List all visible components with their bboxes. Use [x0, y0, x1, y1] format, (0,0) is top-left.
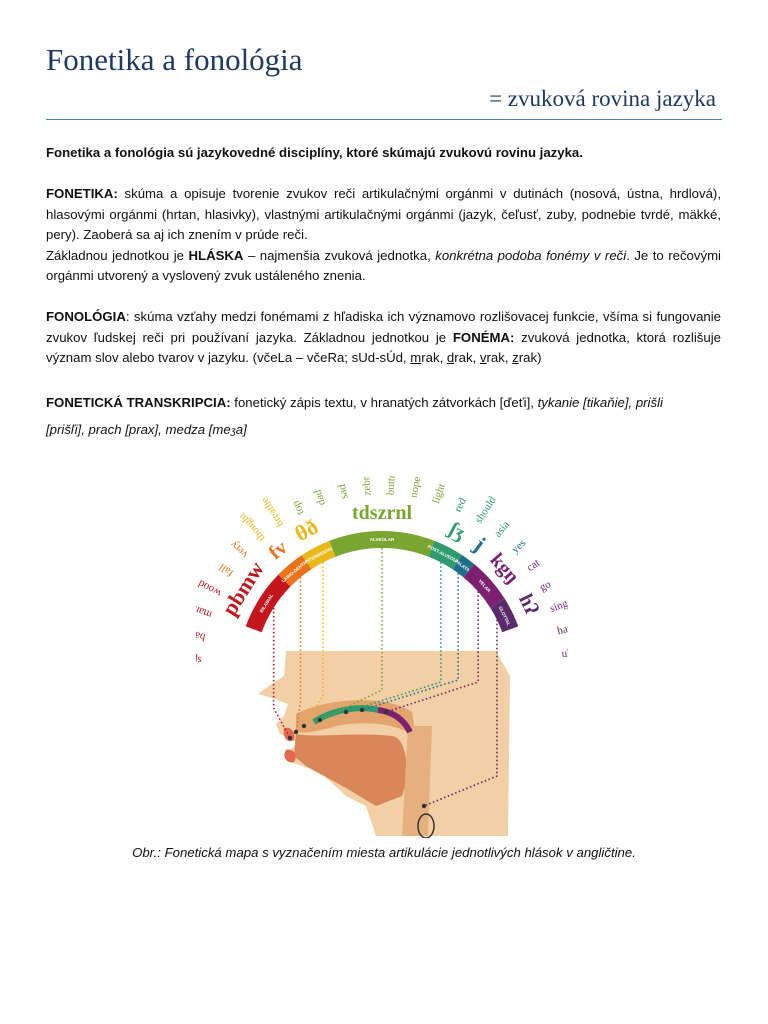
example-sep: , [472, 350, 480, 365]
fonetika-label: FONETIKA: [46, 186, 118, 201]
articulation-lines [272, 548, 498, 809]
example-word: thought [237, 510, 268, 543]
arc-segment-label: ALVEOLAR [370, 537, 395, 542]
hlaska-rest: . Je to rečovými orgánmi utvorený a vysl… [46, 247, 721, 284]
example-word: should [473, 494, 499, 526]
example-rest: rak [421, 350, 440, 365]
example-word: dad [312, 488, 329, 507]
example-word: asia [492, 519, 512, 540]
hlaska-def: – najmenšia zvuková jednotka, [243, 247, 436, 263]
transcription-label: FONETICKÁ TRANSKRIPCIA: [46, 395, 231, 410]
articulation-line [295, 577, 302, 733]
fonetika-paragraph: FONETIKA: skúma a opisuje tvorenie zvuko… [46, 184, 721, 246]
example-rest: rak [518, 350, 538, 365]
example-word: uh-oh [561, 645, 568, 660]
arc-segment [245, 574, 291, 633]
example-word: fall [217, 561, 236, 579]
phoneme-symbol: θð [291, 514, 322, 547]
example-word: happy [556, 619, 568, 637]
intro-text: Fonetika a fonológia sú jazykovedné disc… [46, 145, 583, 160]
arc-segment [490, 598, 519, 633]
transcription-examples: [prišľi], prach [prax], medza [me [46, 422, 231, 437]
hlaska-italic: konkrétna podoba fonémy v reči [435, 247, 627, 263]
fonologia-label: FONOLÓGIA [46, 309, 126, 324]
example-word: zebra [360, 476, 373, 496]
hlaska-intro: Základnou jednotkou je [46, 247, 189, 263]
example-sep: , [439, 350, 447, 365]
title-divider [46, 119, 722, 120]
page-subtitle: = zvuková rovina jazyka [489, 86, 716, 111]
figure-caption: Obr.: Fonetická mapa s vyznačením miesta… [132, 845, 636, 860]
transcription-paragraph: FONETICKÁ TRANSKRIPCIA: fonetický zápis … [46, 389, 721, 445]
example-word: sad [336, 483, 351, 500]
articulation-line [303, 562, 324, 727]
fonema-label: FONÉMA: [452, 329, 515, 345]
intro-paragraph: Fonetika a fonológia sú jazykovedné disc… [46, 143, 721, 164]
fonema-text: zvuková jednotka, ktorá rozlišuje význam… [46, 329, 721, 366]
example-word: butter [385, 476, 399, 496]
transcription-text: fonetický zápis textu, v hranatých zátvo… [230, 395, 538, 410]
phoneme-symbol: fv [265, 537, 292, 565]
articulation-point [317, 717, 323, 723]
articulation-line [272, 607, 291, 739]
articulation-point [287, 735, 293, 741]
example-underlined: d [446, 350, 455, 365]
example-word: cat [525, 557, 542, 574]
fonetika-text: skúma a opisuje tvorenie zvukov reči art… [46, 186, 721, 242]
example-word: man [196, 603, 214, 621]
transcription-examples: tykanie [tikaňie], prišli [537, 395, 663, 410]
example-underlined: z [512, 350, 519, 365]
hlaska-label: HLÁSKA [188, 247, 244, 263]
articulation-arc: BILABIALLABIO-DENTALINTERDENTALALVEOLARP… [245, 531, 519, 633]
fonologia-text: : skúma vzťahy medzi fonémami z hľadiska… [46, 309, 721, 345]
lips [283, 727, 296, 763]
page-title: Fonetika a fonológia [46, 42, 303, 77]
arc-segment [302, 540, 336, 570]
palate-arc-velar [377, 707, 413, 734]
example-underlined: m [410, 350, 422, 365]
arc-segment [278, 555, 312, 587]
articulation-line [423, 619, 498, 807]
example-underlined: v [479, 350, 487, 365]
arc-segment [428, 540, 462, 570]
glottis [417, 813, 435, 838]
phoneme-symbol: tdszrnl [352, 502, 412, 524]
document-body: Fonetika a fonológia sú jazykovedné disc… [46, 143, 721, 445]
arc-segment [463, 564, 505, 608]
example-word: red [452, 496, 469, 514]
fonologia-paragraph: FONOLÓGIA: skúma vzťahy medzi fonémami z… [46, 307, 721, 369]
articulation-point [293, 729, 299, 735]
arc-segment [452, 555, 475, 578]
phoneme-symbol: j [469, 531, 491, 556]
example-word: spy [196, 652, 202, 666]
example-word: yes [509, 537, 528, 556]
transcription-small-symbol: ʒ [230, 426, 236, 437]
articulation-point [359, 707, 365, 713]
example-word: wood [196, 577, 223, 599]
throat [402, 726, 432, 836]
example-word: light [430, 482, 448, 505]
phoneme-symbol: hʔ [514, 591, 543, 619]
phoneme-symbol: ʃʒ [443, 517, 468, 544]
example-word: nope [408, 476, 424, 499]
example-word: breathe [259, 495, 287, 529]
example-close: ) [537, 350, 542, 365]
articulation-point [421, 803, 427, 809]
tongue [294, 734, 407, 806]
hlaska-paragraph: Základnou jednotkou je HLÁSKA – najmenši… [46, 246, 721, 287]
arc-segment [329, 531, 435, 557]
example-rest: rak [486, 350, 505, 365]
example-word: baby [196, 626, 207, 643]
articulation-point [383, 709, 389, 715]
example-word: go [538, 578, 554, 594]
example-word: top [289, 498, 306, 516]
transcription-examples: a] [235, 422, 247, 437]
example-rest: rak [454, 350, 473, 365]
articulation-point [301, 723, 307, 729]
phonetic-map-figure: BILABIALLABIO-DENTALINTERDENTALALVEOLARP… [196, 476, 568, 838]
example-word: sing [548, 597, 568, 615]
articulation-point [343, 709, 349, 715]
example-sep: , [504, 350, 513, 365]
